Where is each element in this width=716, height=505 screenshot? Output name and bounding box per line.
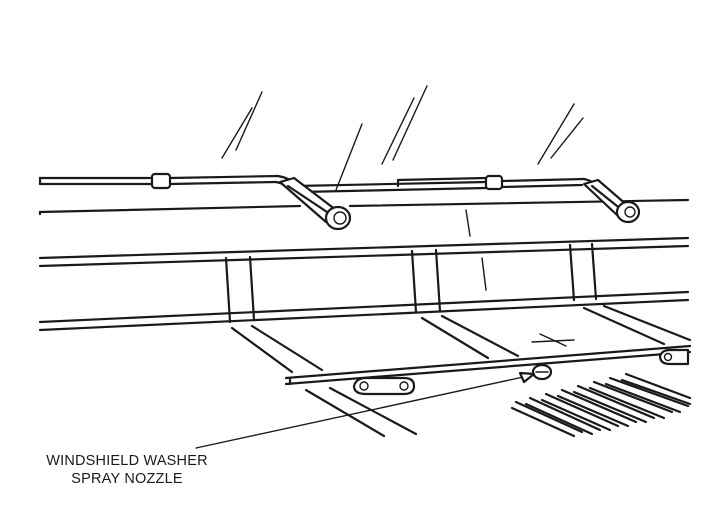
cowl-trays	[230, 304, 692, 374]
hood-edge	[284, 344, 692, 438]
callout-leader	[195, 371, 536, 449]
callout-label-line2: SPRAY NOZZLE	[71, 471, 183, 487]
hood-bracket-left	[352, 376, 416, 396]
right-wiper-pivot	[582, 178, 641, 224]
hood-bracket-right	[658, 348, 690, 366]
wiper-linkage	[38, 172, 602, 194]
left-wiper-pivot	[278, 176, 352, 231]
hood-vent-slots	[510, 372, 692, 438]
callout-label: WINDSHIELD WASHER SPRAY NOZZLE	[22, 452, 232, 488]
cowl-ribs	[224, 242, 598, 324]
windshield-glass	[221, 85, 584, 291]
callout-label-line1: WINDSHIELD WASHER	[46, 453, 208, 469]
cowl-panel	[38, 198, 690, 332]
washer-nozzle	[531, 363, 553, 381]
